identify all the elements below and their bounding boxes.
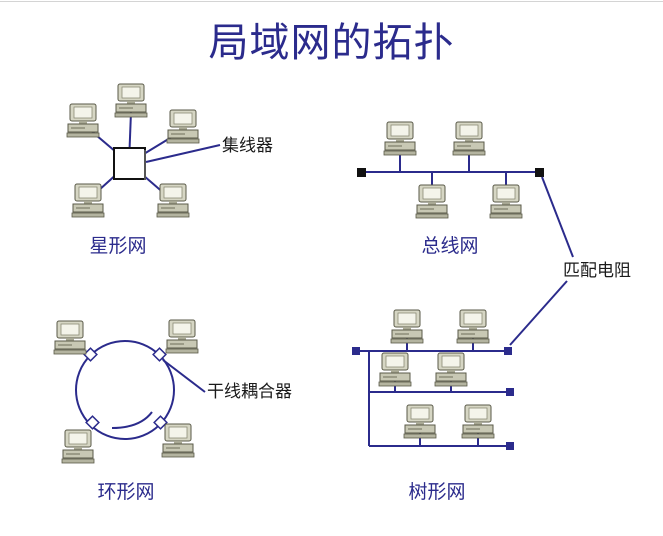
- star-topology: 集线器 星形网: [66, 83, 273, 257]
- tree-label: 树形网: [408, 481, 465, 503]
- ring-label: 环形网: [97, 481, 154, 503]
- terminator-callout: 匹配电阻: [563, 261, 631, 281]
- computer-icon: [452, 121, 486, 156]
- terminator-pointer: [541, 176, 574, 258]
- computer-icon: [165, 319, 199, 354]
- ring-trunk: [75, 340, 175, 440]
- computer-icon: [114, 83, 148, 118]
- terminator-square: [352, 347, 360, 355]
- computer-icon: [378, 352, 412, 387]
- computer-icon: [489, 184, 523, 219]
- terminator-callout-group: 匹配电阻: [509, 176, 631, 346]
- computer-icon: [415, 184, 449, 219]
- computer-icon: [434, 352, 468, 387]
- hub-box: [113, 147, 146, 180]
- hub-pointer: [145, 144, 221, 163]
- ring-topology: 干线耦合器 环形网: [53, 319, 292, 503]
- computer-icon: [403, 404, 437, 439]
- computer-icon: [461, 404, 495, 439]
- terminator-square: [506, 442, 514, 450]
- computer-icon: [61, 429, 95, 464]
- computer-icon: [456, 309, 490, 344]
- computer-icon: [383, 121, 417, 156]
- page-title: 局域网的拓扑: [208, 20, 455, 66]
- computer-icon: [71, 183, 105, 218]
- computer-icon: [166, 109, 200, 144]
- computer-icon: [161, 423, 195, 458]
- hub-callout: 集线器: [222, 136, 273, 156]
- terminator-square: [357, 168, 366, 177]
- coupler-diamond: [153, 415, 168, 430]
- computer-icon: [53, 320, 87, 355]
- terminator-square: [506, 388, 514, 396]
- computer-icon: [390, 309, 424, 344]
- terminator-square: [504, 347, 512, 355]
- computer-icon: [66, 103, 100, 138]
- star-label: 星形网: [89, 235, 146, 257]
- coupler-diamond: [85, 415, 100, 430]
- coupler-diamond: [83, 347, 98, 362]
- terminator-pointer: [509, 280, 568, 346]
- tree-topology: 树形网: [352, 309, 514, 503]
- terminator-square: [535, 168, 544, 177]
- coupler-callout: 干线耦合器: [207, 382, 292, 402]
- coupler-pointer: [162, 359, 206, 393]
- top-divider: [0, 1, 663, 2]
- ring-inner-arc: [111, 411, 153, 429]
- bus-topology: 总线网: [357, 121, 544, 257]
- coupler-diamond: [152, 347, 167, 362]
- bus-label: 总线网: [421, 235, 478, 257]
- computer-icon: [156, 183, 190, 218]
